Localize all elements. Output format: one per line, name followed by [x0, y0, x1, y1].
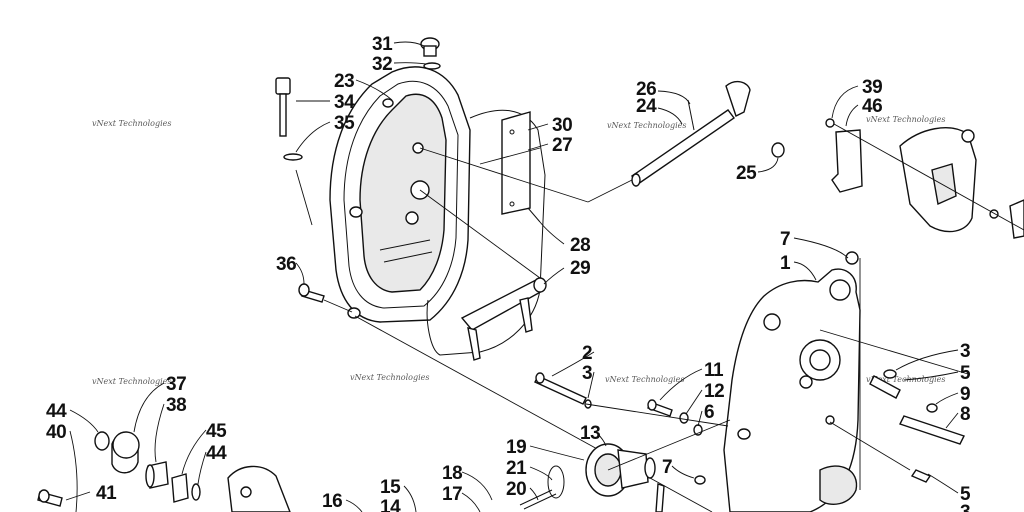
callout-44: 44: [206, 443, 227, 464]
callout-2: 2: [582, 343, 592, 364]
callout-8: 8: [960, 404, 970, 425]
callout-17: 17: [442, 484, 462, 505]
gearcase-housing: [723, 251, 861, 512]
callout-45: 45: [206, 421, 227, 442]
callout-14: 14: [380, 497, 401, 512]
callout-24: 24: [636, 96, 657, 117]
shift-shaft: [631, 80, 785, 187]
callout-37: 37: [166, 374, 186, 395]
callout-28: 28: [570, 235, 590, 256]
callout-6: 6: [704, 402, 714, 423]
callout-13: 13: [580, 423, 600, 444]
callout-36: 36: [276, 254, 296, 275]
callout-7: 7: [662, 457, 672, 478]
guide-lines: [354, 147, 713, 512]
callout-41: 41: [96, 483, 117, 504]
callout-1: 1: [780, 253, 791, 274]
callouts: 31 32 23 34 35 26 24 25 30 27 28 29 36 3…: [46, 34, 972, 512]
callout-27: 27: [552, 135, 572, 156]
callout-35: 35: [334, 113, 355, 134]
callout-29: 29: [570, 258, 590, 279]
bottom-misc: [298, 283, 353, 313]
callout-31: 31: [372, 34, 393, 55]
watermark-text: vNext Technologies: [607, 121, 686, 130]
callout-18: 18: [442, 463, 462, 484]
mount-bracket: [460, 277, 547, 361]
callout-23: 23: [334, 71, 354, 92]
watermark-text: vNext Technologies: [350, 373, 429, 382]
watermark-text: vNext Technologies: [866, 115, 945, 124]
watermark-text: vNext Technologies: [92, 377, 171, 386]
chaincase-cover: [329, 66, 471, 323]
callout-32: 32: [372, 54, 392, 75]
callout-40: 40: [46, 422, 66, 443]
callout-26: 26: [636, 79, 656, 100]
callout-19: 19: [506, 437, 526, 458]
callout-12: 12: [704, 381, 724, 402]
callout-25: 25: [736, 163, 757, 184]
callout-38: 38: [166, 395, 186, 416]
callout-44: 44: [46, 401, 67, 422]
callout-46: 46: [862, 96, 882, 117]
callout-9: 9: [960, 384, 970, 405]
bearing-assembly: [519, 419, 731, 512]
right-fasteners: [819, 258, 969, 490]
interlock-plate: [501, 111, 531, 215]
callout-5: 5: [960, 484, 971, 505]
callout-11: 11: [704, 360, 724, 381]
callout-21: 21: [506, 458, 527, 479]
idler-parts: [37, 431, 291, 512]
callout-34: 34: [334, 92, 355, 113]
watermark-text: vNext Technologies: [92, 119, 171, 128]
reverse-bracket: [825, 118, 1024, 239]
fill-plug: [420, 37, 441, 70]
callout-3: 3: [582, 363, 592, 384]
callout-7: 7: [780, 229, 790, 250]
callout-5: 5: [960, 363, 971, 384]
callout-30: 30: [552, 115, 572, 136]
center-fasteners: [534, 372, 729, 436]
dipstick: [275, 77, 313, 226]
callout-leaders: [65, 41, 959, 512]
spring-pin: [527, 207, 541, 223]
callout-39: 39: [862, 77, 882, 98]
callout-3: 3: [960, 341, 970, 362]
callout-15: 15: [380, 477, 401, 498]
callout-16: 16: [322, 491, 342, 512]
callout-20: 20: [506, 479, 526, 500]
watermark-text: vNext Technologies: [605, 375, 684, 384]
callout-3: 3: [960, 502, 970, 512]
